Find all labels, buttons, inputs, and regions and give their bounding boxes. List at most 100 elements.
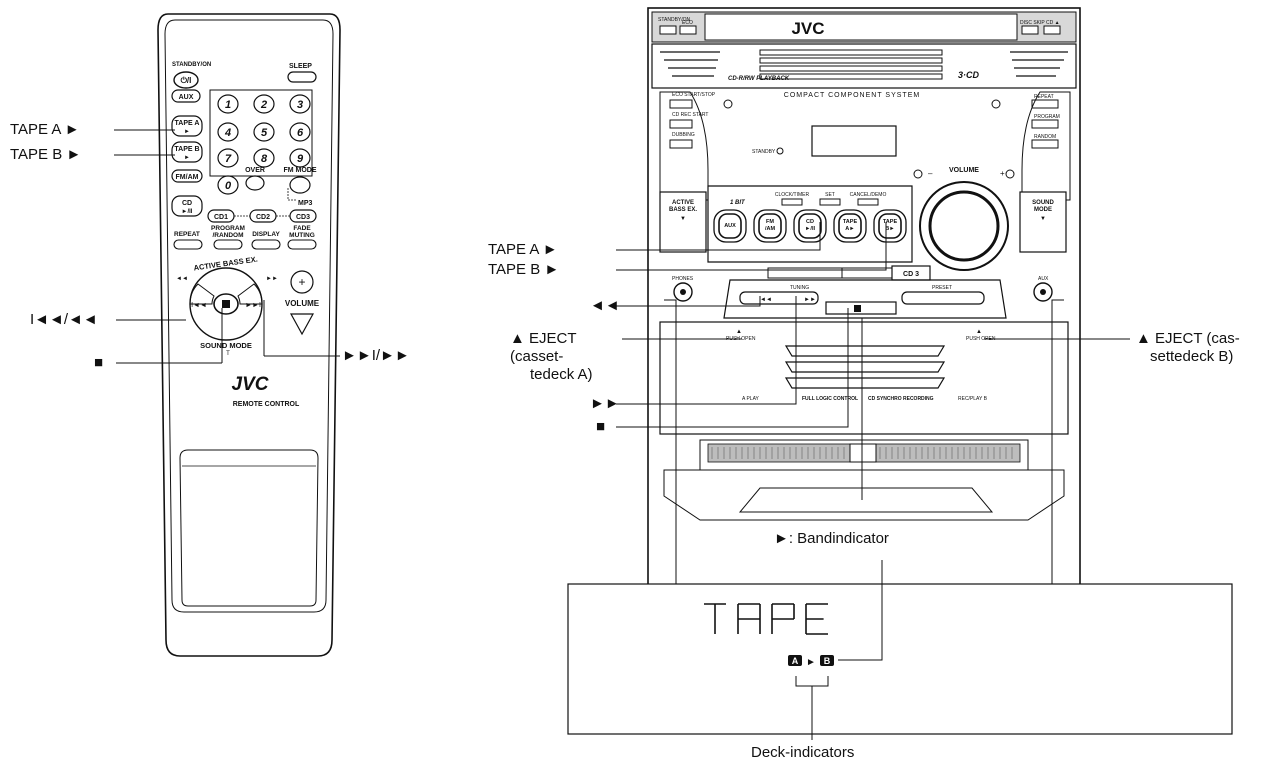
remote-volume-down-button[interactable] [289, 313, 315, 336]
remote-tape-a-button[interactable] [171, 115, 203, 137]
unit-active-bass-button[interactable] [659, 191, 707, 253]
svg-text:MODE: MODE [1034, 207, 1052, 213]
remote-fade-button[interactable] [287, 239, 317, 250]
unit-active-bass-label: ACTIVE [672, 200, 694, 206]
unit-cd-rw-label: CD-R/RW PLAYBACK [728, 76, 790, 82]
callout-deck-indicators: Deck-indicators [751, 744, 855, 761]
unit-source-button-label: B► [885, 226, 894, 232]
remote-cd2-label: CD2 [256, 214, 270, 221]
remote-digit-3-button[interactable] [289, 94, 311, 114]
callout-unit-ff: ►► [590, 395, 620, 412]
callout-eject-b: ▲ EJECT (cas- settedeck B) [1136, 330, 1266, 366]
remote-over-button[interactable] [245, 175, 265, 191]
remote-standby-label: STANDBY/ON [172, 62, 211, 68]
remote-rew-segment[interactable] [189, 283, 215, 305]
unit-ff-button-right[interactable] [901, 291, 985, 305]
remote-aux-button[interactable] [171, 89, 201, 103]
unit-source-button-inner [798, 213, 822, 239]
unit-source-button-label: ►/II [805, 226, 815, 232]
remote-digit-1-button[interactable] [217, 94, 239, 114]
remote-fmam-button[interactable] [171, 169, 203, 183]
display-segment-text [704, 603, 828, 635]
unit-clock-timer-label: CLOCK/TIMER [775, 192, 810, 198]
unit-cancel-demo-button[interactable] [857, 198, 879, 206]
unit-sound-mode-label: SOUND [1032, 200, 1054, 206]
unit-aux-jack-label: AUX [1038, 276, 1049, 282]
unit-eco-button[interactable] [679, 25, 697, 35]
remote-cd-button[interactable] [171, 195, 203, 217]
remote-control: STANDBY/ON ⏻/I SLEEP AUX TAPE A ► TAPE B… [157, 13, 341, 657]
unit-random-button[interactable] [1031, 139, 1059, 149]
remote-display-label: DISPLAY [252, 231, 280, 238]
remote-digit-1-label: 1 [225, 99, 231, 111]
unit-repeat-label: REPEAT [1034, 94, 1054, 100]
remote-over-label: OVER [245, 167, 265, 174]
remote-display-button[interactable] [251, 239, 281, 250]
remote-subtitle: REMOTE CONTROL [233, 401, 300, 408]
remote-volume-plus-icon: + [298, 275, 305, 289]
callout-unit-tape-b: TAPE B ► [488, 261, 560, 278]
unit-clock-timer-button[interactable] [781, 198, 803, 206]
leader-lines [114, 129, 1130, 740]
unit-tuning-label: TUNING [790, 285, 809, 291]
unit-random-label: RANDOM [1034, 134, 1056, 140]
unit-dubbing-label: DUBBING [672, 132, 695, 138]
unit-cd-slot [759, 65, 943, 72]
unit-standby-label: STANDBY [752, 149, 776, 155]
remote-standby-button[interactable] [173, 71, 199, 89]
unit-cd-eject-button[interactable] [1043, 25, 1061, 35]
unit-deck-window [784, 361, 946, 373]
unit-right-arch [1021, 91, 1071, 201]
remote-digit-7-label: 7 [225, 153, 232, 165]
unit-disc-skip-button[interactable] [1021, 25, 1039, 35]
remote-digit-8-label: 8 [261, 153, 268, 165]
unit-screw-right [991, 99, 1001, 109]
unit-set-button[interactable] [819, 198, 841, 206]
unit-deck-window [784, 345, 946, 357]
unit-set-label: SET [825, 192, 835, 198]
unit-cd-rec-button[interactable] [669, 119, 693, 129]
remote-digit-8-button[interactable] [253, 148, 275, 168]
unit-volume-label: VOLUME [949, 167, 979, 174]
remote-digit-7-button[interactable] [217, 148, 239, 168]
unit-source-button-label: AUX [724, 223, 736, 229]
remote-repeat-button[interactable] [173, 239, 203, 250]
remote-digit-2-button[interactable] [253, 94, 275, 114]
remote-tape-b-button[interactable] [171, 141, 203, 163]
callout-eject-a: ▲ EJECT (casset- tedeck A) [510, 330, 620, 384]
deck-a-indicator-box [788, 655, 802, 666]
remote-standby-icon: ⏻/I [181, 76, 192, 85]
remote-sound-mode-t: T [226, 351, 230, 357]
remote-stop-icon [222, 300, 230, 308]
svg-text:▼: ▼ [680, 216, 686, 222]
unit-eco-start-button[interactable] [669, 99, 693, 109]
remote-sleep-button[interactable] [287, 71, 317, 83]
remote-digit-0-button[interactable] [217, 175, 239, 195]
unit-standby-button[interactable] [659, 25, 677, 35]
remote-ff-small-icon: ►► [266, 276, 278, 282]
unit-3cd-label: 3·CD [958, 70, 980, 80]
unit-display-window [811, 125, 897, 157]
unit-program-button[interactable] [1031, 119, 1059, 129]
unit-sound-mode-button[interactable] [1019, 191, 1067, 253]
remote-ff-segment[interactable] [237, 283, 263, 305]
remote-fm-mode-label: FM MODE [283, 167, 316, 174]
remote-digit-4-button[interactable] [217, 122, 239, 142]
unit-volume-knob-inner[interactable] [928, 190, 1000, 262]
svg-text:▲: ▲ [736, 329, 742, 335]
unit-dubbing-button[interactable] [669, 139, 693, 149]
unit-cd-sync-label: CD SYNCHRO RECORDING [868, 396, 934, 402]
remote-program-button[interactable] [213, 239, 243, 250]
svg-text:◄◄: ◄◄ [760, 297, 772, 303]
remote-digit-6-button[interactable] [289, 122, 311, 142]
remote-digit-5-button[interactable] [253, 122, 275, 142]
unit-source-button-label: A► [845, 226, 854, 232]
remote-fm-mode-button[interactable] [289, 176, 311, 194]
unit-repeat-button[interactable] [1031, 99, 1059, 109]
remote-digit-9-button[interactable] [289, 148, 311, 168]
remote-volume-up-button[interactable] [290, 270, 314, 294]
deck-b-indicator-box [820, 655, 834, 666]
unit-a-play-label: A PLAY [742, 396, 760, 402]
unit-knob-screw-right [1005, 169, 1015, 179]
